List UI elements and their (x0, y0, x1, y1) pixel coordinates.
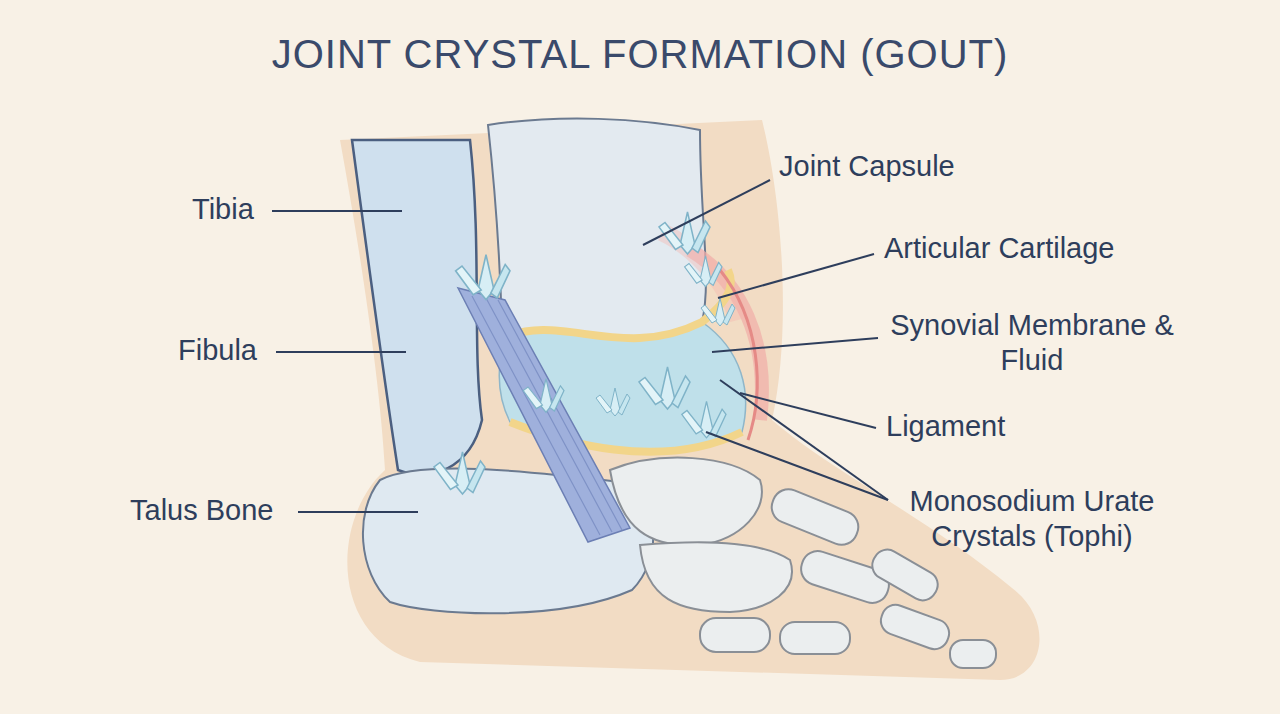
crystal (434, 452, 485, 494)
crystal (523, 379, 564, 413)
foot-bone (700, 618, 770, 652)
part-label: Articular Cartilage (884, 231, 1114, 266)
foot-bone (767, 484, 863, 549)
leader-line (720, 380, 888, 500)
diagram-title: JOINT CRYSTAL FORMATION (GOUT) (0, 32, 1280, 77)
foot-bone (780, 622, 850, 654)
crystal (685, 256, 722, 287)
foot-bone (877, 601, 953, 653)
part-label: Monosodium Urate Crystals (Tophi) (886, 484, 1178, 555)
ligament-band (458, 288, 630, 542)
ligament (458, 288, 630, 542)
crystal (701, 298, 735, 326)
leader-line (740, 393, 876, 428)
leader-line (712, 338, 878, 352)
part-label: Talus Bone (130, 493, 274, 528)
foot-bone (610, 458, 762, 546)
leader-line (298, 511, 418, 513)
crystal (639, 367, 690, 409)
crystal (456, 255, 510, 300)
foot-bone (640, 542, 792, 612)
leader-line (276, 351, 406, 353)
urate-crystals (434, 212, 735, 494)
part-label: Synovial Membrane & Fluid (886, 308, 1178, 379)
foot-bone (867, 545, 943, 606)
part-label: Joint Capsule (779, 149, 955, 184)
leader-line (718, 254, 874, 298)
foot-bone (950, 640, 996, 668)
leader-line (706, 432, 888, 500)
crystal (682, 401, 726, 437)
ligament-fibre (472, 296, 622, 535)
part-label: Ligament (886, 409, 1005, 444)
crystal (596, 388, 630, 416)
part-label: Tibia (192, 192, 254, 227)
leader-lines (272, 180, 888, 512)
leader-line (643, 180, 770, 245)
tibia-bone (352, 140, 482, 474)
leader-line (272, 210, 402, 212)
part-label: Fibula (178, 333, 257, 368)
